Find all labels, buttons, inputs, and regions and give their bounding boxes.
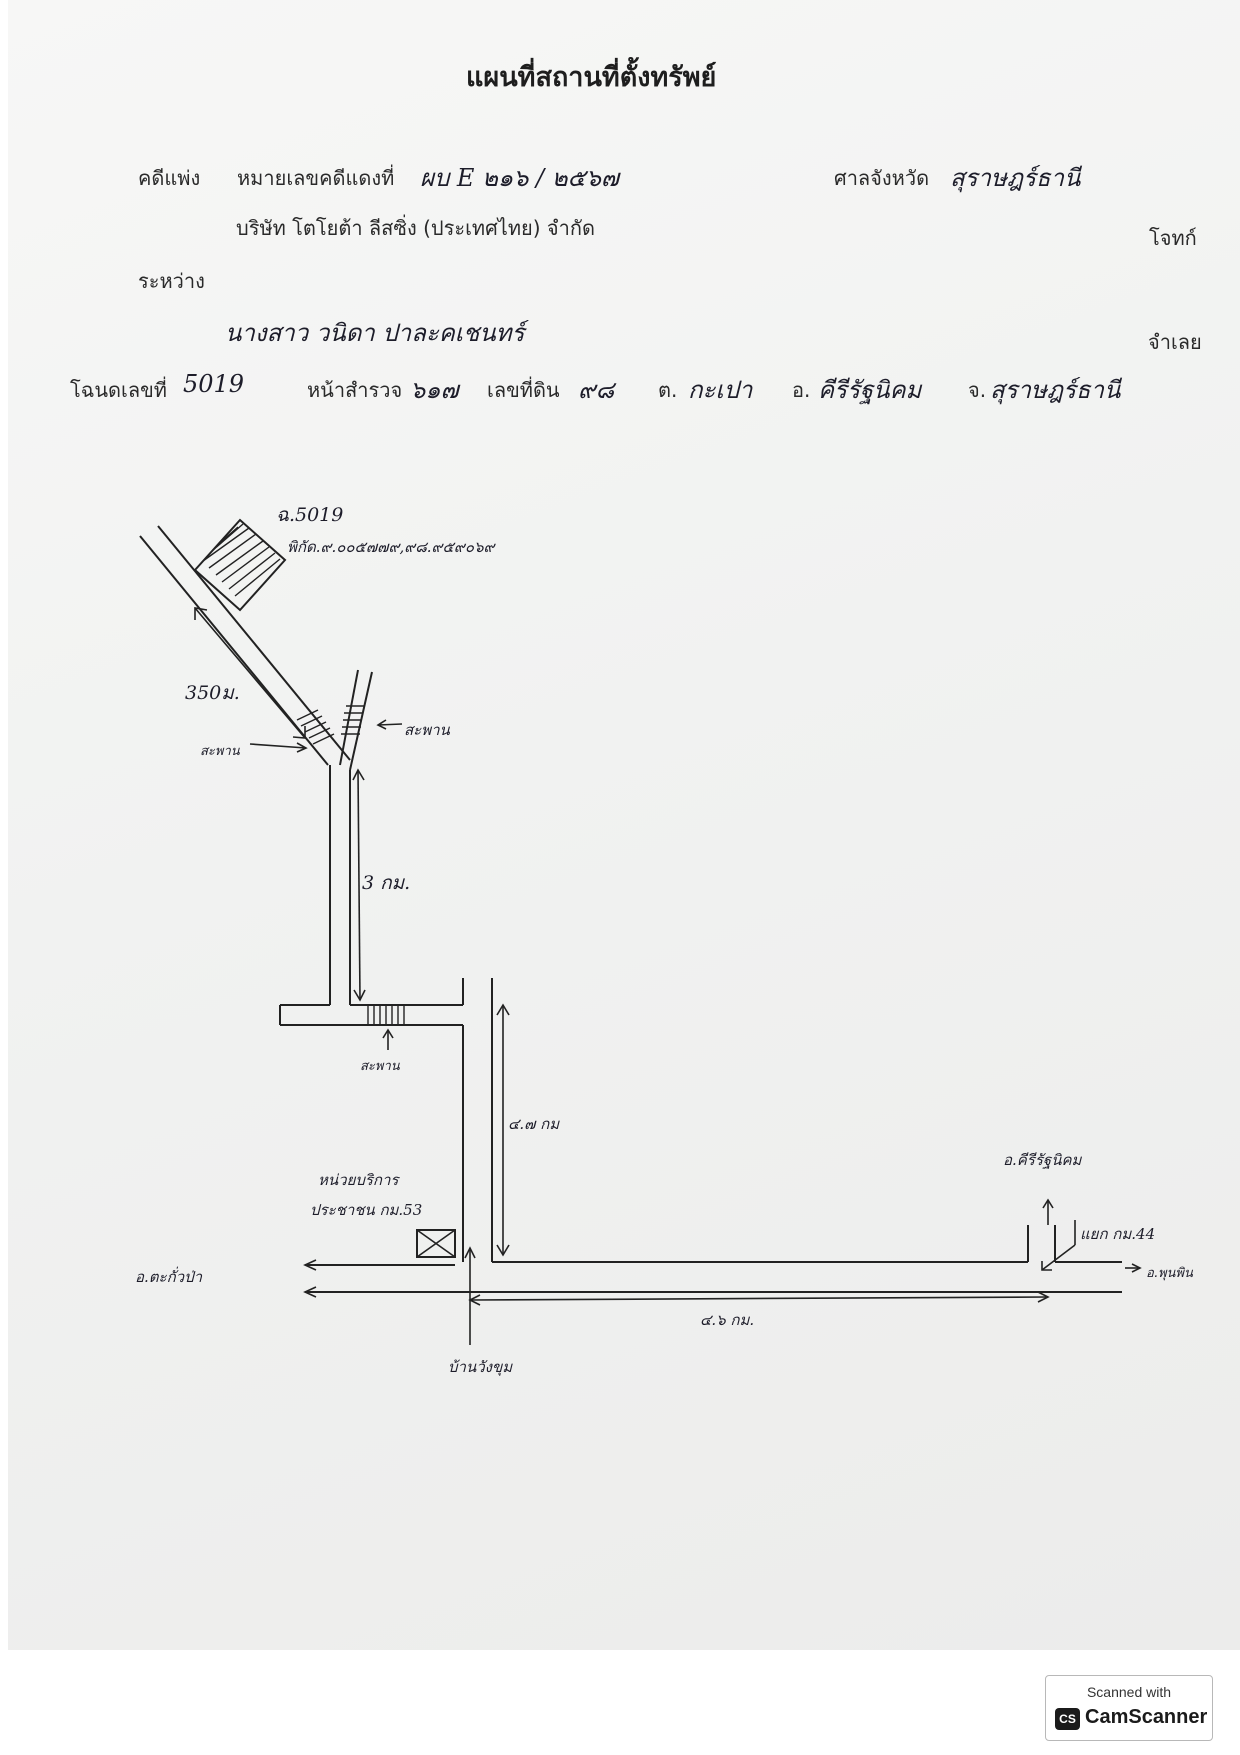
district-value: คีรีรัฐนิคม [818, 376, 922, 404]
to-takua-pa-label: อ.ตะกั่วป่า [135, 1268, 203, 1286]
bridge-branch [341, 705, 364, 735]
to-kirirat-label: อ.คีรีรัฐนิคม [1003, 1151, 1082, 1169]
deed-label: โฉนดเลขที่ [70, 378, 167, 402]
defendant-role: จำเลย [1148, 330, 1202, 354]
court-value: สุราษฎร์ธานี [950, 164, 1081, 192]
diagonal-road-right-edge [157, 525, 351, 761]
between-label: ระหว่าง [138, 269, 205, 293]
service-unit-box [416, 1229, 456, 1258]
bridge-horizontal [367, 1005, 405, 1025]
subdistrict-value: กะเปา [688, 376, 753, 404]
diagonal-road-left-edge [139, 535, 329, 766]
scanned-with-label: Scanned with [1086, 1684, 1172, 1700]
court-label: ศาลจังหวัด [834, 166, 930, 190]
distance-4-6km-arrow [469, 1296, 1049, 1301]
camscanner-badge: Scanned with CS CamScanner [1045, 1675, 1213, 1741]
bridge-left-label: สะพาน [200, 744, 240, 759]
district-label: อ. [792, 378, 811, 402]
province-label: จ. [968, 378, 987, 402]
service-unit-line1: หน่วยบริการ [318, 1171, 399, 1189]
coordinates-label: พิกัด.๙.๐๐๕๗๗๙,๙๘.๙๕๙๐๖๙ [287, 538, 495, 556]
deed-value: 5019 [183, 370, 245, 398]
camscanner-brand: CamScanner [1085, 1706, 1208, 1728]
parcel-label: ฉ.5019 [276, 504, 344, 526]
distance-3km-arrow [357, 769, 361, 1001]
junction-label: แยก กม.44 [1080, 1225, 1156, 1243]
survey-page-value: ๖๑๗ [410, 376, 459, 404]
plaintiff-name: บริษัท โตโยต้า ลีสซิ่ง (ประเทศไทย) จำกัด [236, 216, 595, 240]
case-type: คดีแพ่ง [138, 166, 201, 190]
province-value: สุราษฎร์ธานี [990, 376, 1121, 404]
document-title: แผนที่สถานที่ตั้งทรัพย์ [466, 62, 717, 93]
bridge-bottom-label: สะพาน [360, 1059, 400, 1074]
service-unit-line2: ประชาชน กม.53 [310, 1201, 423, 1219]
plaintiff-role: โจทก์ [1149, 226, 1197, 250]
branch-road-left-edge [339, 669, 359, 766]
scanned-paper [8, 0, 1240, 1650]
survey-page-label: หน้าสำรวจ [307, 378, 403, 402]
case-number-value: ผบ E ๒๑๖ / ๒๕๖๗ [420, 164, 619, 192]
land-number-value: ๙๘ [578, 376, 615, 404]
distance-4-6km-label: ๔.๖ กม. [700, 1311, 755, 1329]
land-number-label: เลขที่ดิน [487, 378, 560, 402]
village-label: บ้านวังขุม [448, 1358, 513, 1376]
case-number-label: หมายเลขคดีแดงที่ [237, 166, 395, 190]
land-parcel [193, 518, 287, 612]
to-phunphin-label: อ.พุนพิน [1146, 1266, 1193, 1281]
distance-4-7km-label: ๔.๗ กม [508, 1115, 560, 1133]
defendant-name: นางสาว วนิดา ปาละคเชนทร์ [225, 319, 525, 347]
branch-road-right-edge [349, 671, 373, 771]
bridge-diagonal [296, 709, 335, 745]
distance-3km-label: 3 กม. [362, 872, 411, 894]
subdistrict-label: ต. [658, 378, 678, 402]
camscanner-icon: CS [1055, 1708, 1080, 1730]
distance-350m-arrow [194, 607, 306, 739]
bridge-right-label: สะพาน [404, 721, 450, 739]
distance-350m-label: 350ม. [185, 682, 240, 704]
